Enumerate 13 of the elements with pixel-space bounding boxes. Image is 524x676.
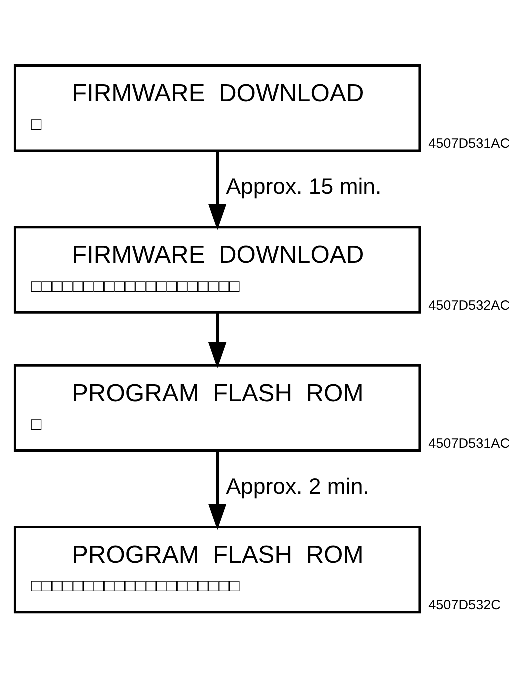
node-label: 4507D531AC — [428, 136, 510, 151]
node-label: 4507D531AC — [428, 436, 510, 451]
arrow — [208, 151, 227, 230]
node-label: 4507D532AC — [428, 297, 510, 312]
arrow — [208, 312, 227, 368]
arrow — [208, 450, 227, 530]
node-box: PROGRAM FLASH ROM □ — [14, 364, 422, 452]
edge-label: Approx. 15 min. — [226, 174, 382, 198]
edge-label: Approx. 2 min. — [226, 473, 370, 498]
node-box: FIRMWARE DOWNLOAD □ — [14, 64, 422, 152]
node-box: PROGRAM FLASH ROM □□□□□□□□□□□□□□□□□□□□ — [14, 526, 422, 614]
node-box: FIRMWARE DOWNLOAD □□□□□□□□□□□□□□□□□□□□ — [14, 226, 422, 314]
node-label: 4507D532C — [428, 597, 501, 612]
